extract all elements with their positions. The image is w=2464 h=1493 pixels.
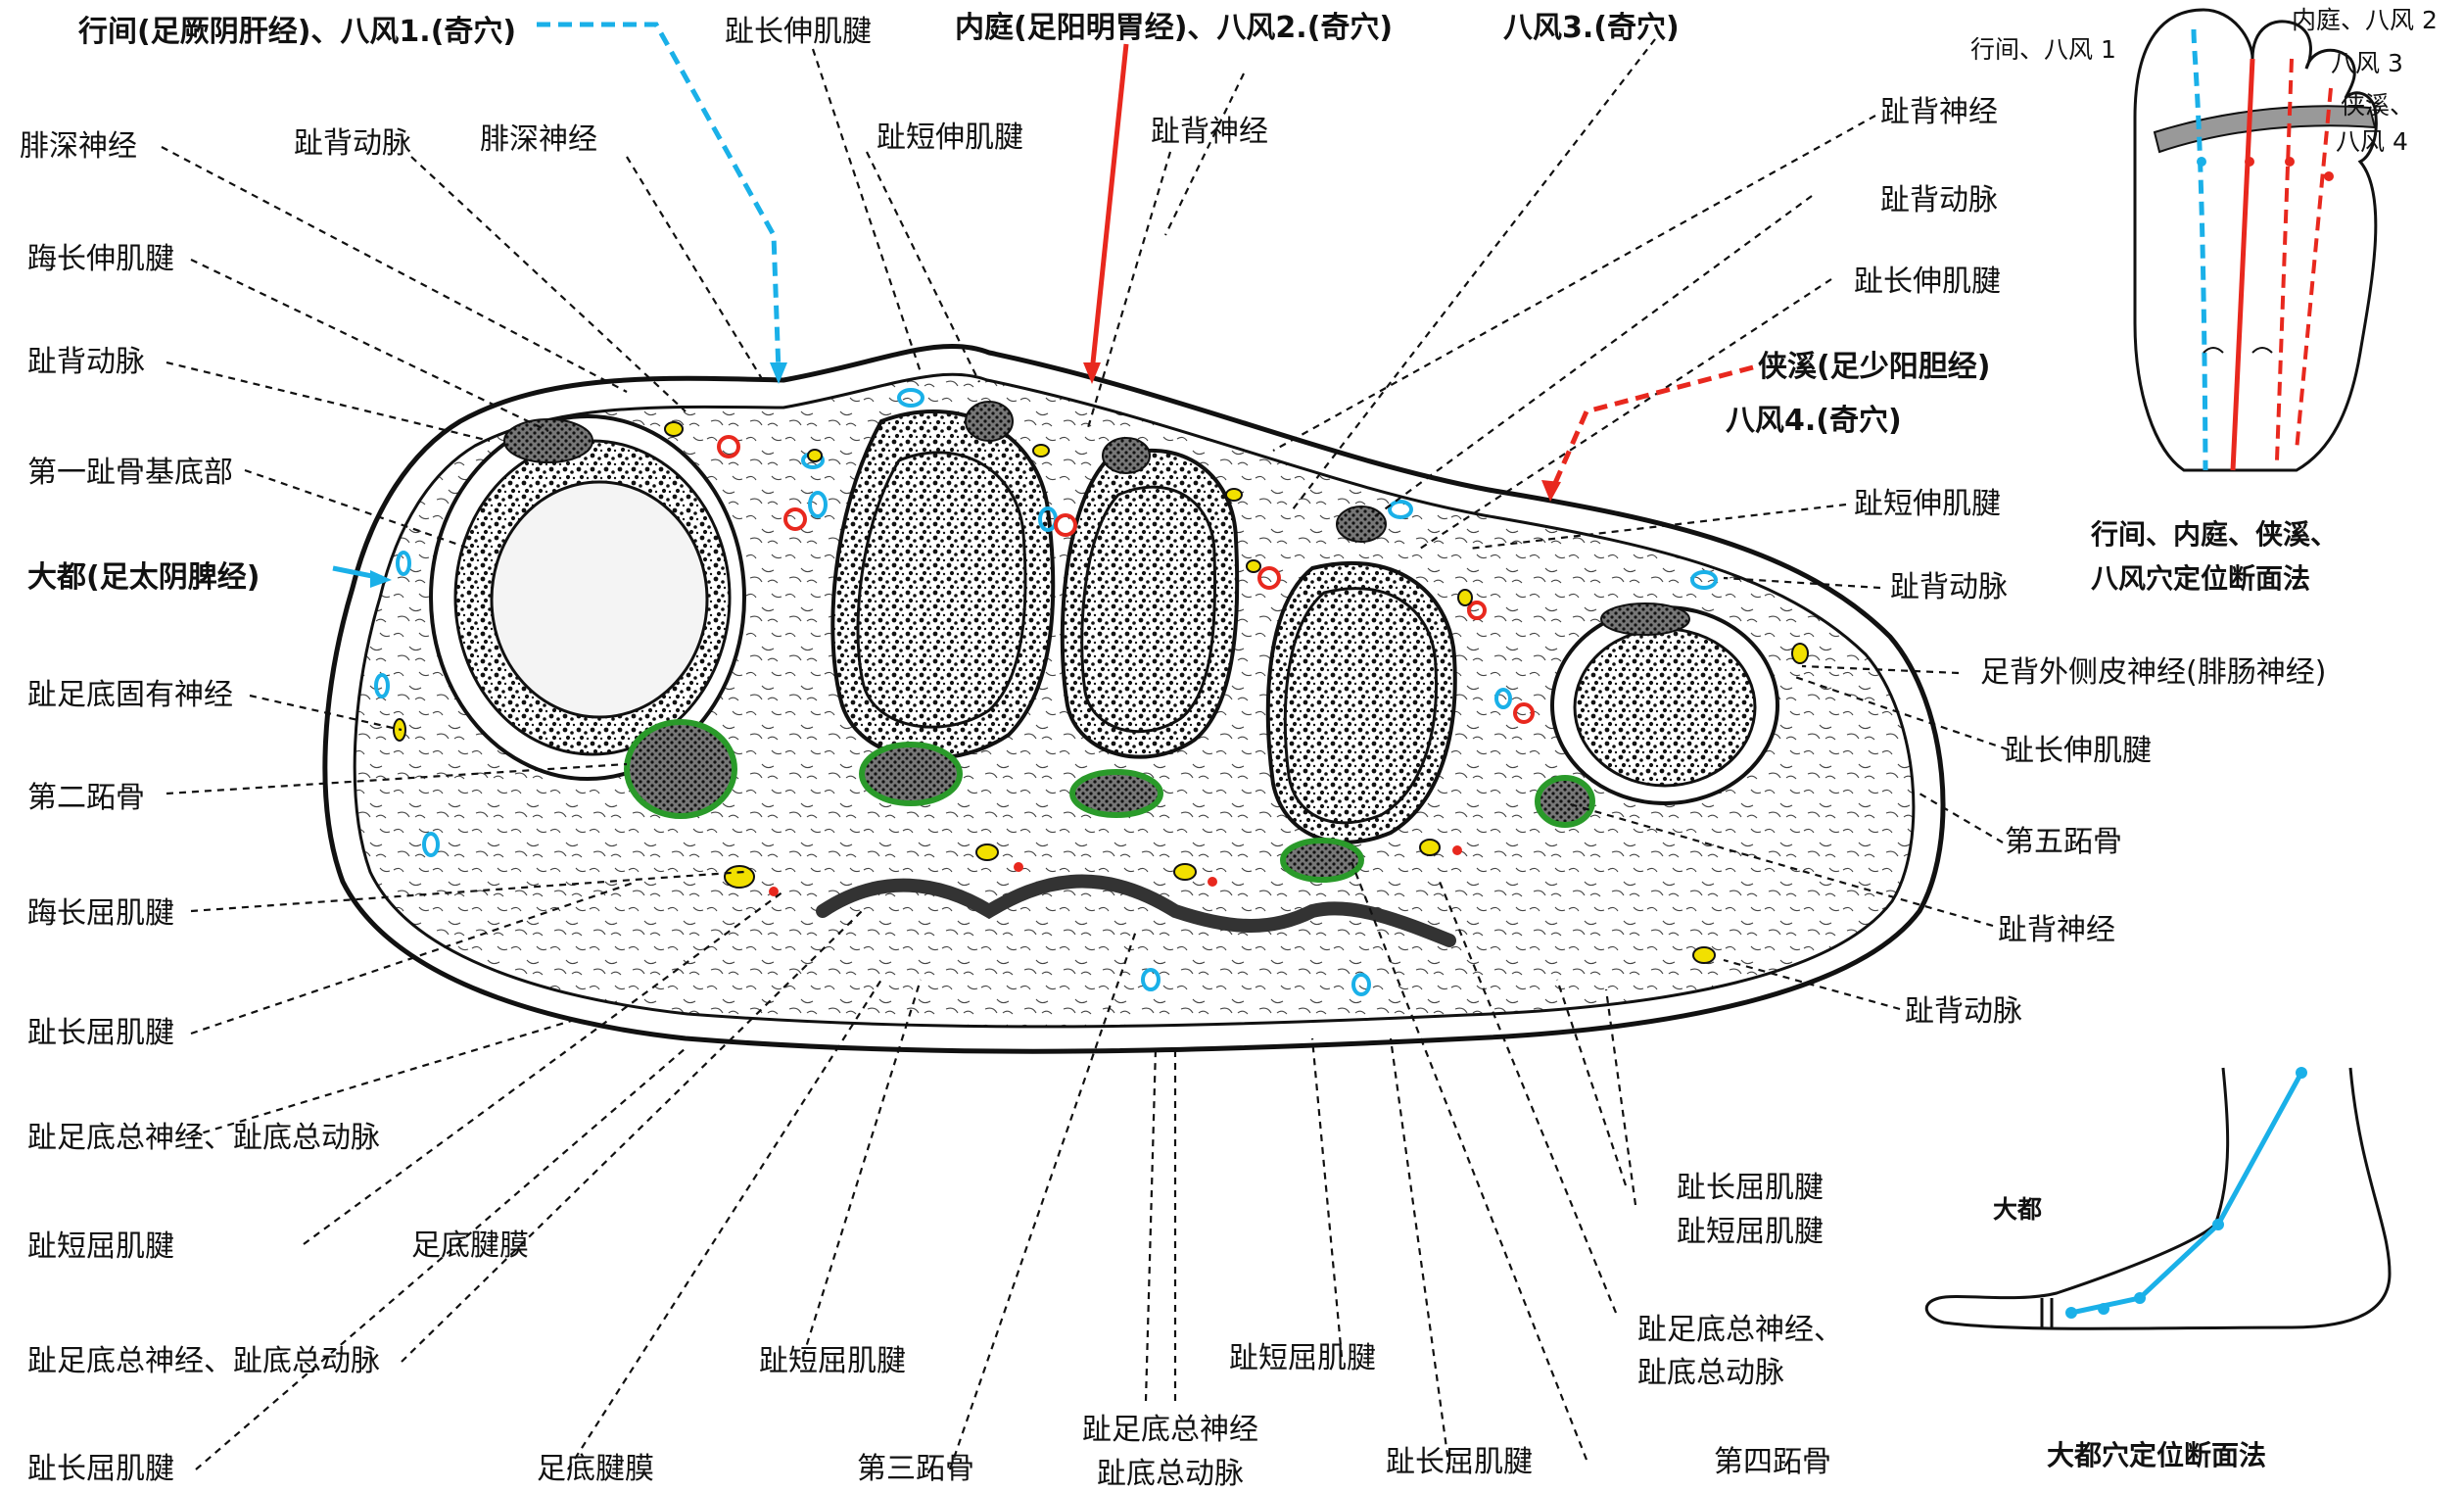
inset-label-dadu: 大都 [1993, 1195, 2043, 1224]
label-common-plantar-3a: 趾足底总神经 [1082, 1413, 1258, 1447]
label-extensor-brevis-top: 趾短伸肌腱 [877, 120, 1023, 155]
inset-label-bafeng4: 八风 4 [2336, 127, 2408, 156]
fourth-metatarsal [1265, 560, 1457, 844]
plantar-aponeurosis [816, 874, 1456, 947]
label-common-plantar-1: 趾足底总神经、趾底总动脉 [27, 1121, 380, 1155]
extensor-tendon-4 [1336, 506, 1387, 543]
inset-label-neiting: 内庭、八风 2 [2292, 6, 2438, 34]
label-dorsal-artery-left: 趾背动脉 [27, 345, 145, 379]
label-common-plantar-4b: 趾底总动脉 [1637, 1356, 1784, 1390]
label-second-metatarsal: 第二跖骨 [27, 781, 145, 815]
label-deep-peroneal-mid: 腓深神经 [480, 122, 597, 157]
extensor-tendon-3 [1102, 437, 1151, 474]
third-metatarsal [1060, 449, 1240, 759]
label-flexor-brevis-right: 趾短屈肌腱 [1229, 1341, 1376, 1375]
flexor-tendon-2 [859, 742, 963, 806]
label-extensor-brevis-right: 趾短伸肌腱 [1854, 487, 2001, 521]
label-bafeng3: 八风3.(奇穴) [1503, 11, 1680, 45]
label-flexor-longus-right: 趾长屈肌腱 [1386, 1445, 1533, 1479]
extensor-tendon-5 [1600, 602, 1690, 636]
label-xiaxi: 侠溪(足少阳胆经) [1758, 350, 1991, 384]
label-dorsal-nerve-right2: 趾背神经 [1998, 913, 2115, 947]
label-deep-peroneal-left: 腓深神经 [20, 129, 137, 164]
label-common-plantar-4a: 趾足底总神经、 [1637, 1313, 1843, 1347]
nerves [393, 421, 1809, 964]
extensor-tendon-2 [965, 401, 1014, 442]
label-extensor-digitorum-longus-top: 趾长伸肌腱 [725, 15, 872, 49]
label-flexor-brevis-mid: 趾短屈肌腱 [759, 1344, 906, 1378]
inset-top-caption-2: 八风穴定位断面法 [2091, 562, 2311, 595]
second-metatarsal [830, 409, 1056, 760]
label-flexor-longus-left: 趾长屈肌腱 [27, 1016, 174, 1050]
label-dorsal-artery-top: 趾背动脉 [294, 126, 411, 161]
label-bafeng4: 八风4.(奇穴) [1726, 404, 1902, 438]
label-dorsal-artery-right3: 趾背动脉 [1905, 994, 2022, 1029]
label-flexor-brevis-left: 趾短屈肌腱 [27, 1229, 174, 1264]
label-third-metatarsal: 第三跖骨 [857, 1452, 974, 1486]
label-fifth-metatarsal: 第五跖骨 [2005, 825, 2122, 859]
label-dorsal-artery-right2: 趾背动脉 [1890, 570, 2008, 604]
label-proper-plantar-nerve: 趾足底固有神经 [27, 678, 233, 712]
label-neiting: 内庭(足阳明胃经)、八风2.(奇穴) [955, 11, 1394, 45]
flexor-tendon-1 [624, 719, 737, 819]
flexor-tendon-4 [1280, 838, 1364, 883]
label-common-plantar-2: 趾足底总神经、趾底总动脉 [27, 1344, 380, 1378]
label-common-plantar-3b: 趾底总动脉 [1097, 1457, 1244, 1491]
inset-label-xingjian: 行间、八风 1 [1970, 35, 2116, 64]
medial-foot-inset [1925, 1067, 2392, 1330]
flexor-tendon-5 [1535, 775, 1595, 828]
label-dorsal-nerve-right1: 趾背神经 [1880, 95, 1998, 129]
label-plantar-aponeurosis-2: 足底腱膜 [537, 1452, 654, 1486]
label-dorsal-nerve-top: 趾背神经 [1151, 115, 1268, 149]
dorsal-foot-inset [2133, 8, 2378, 472]
flexor-tendon-3 [1069, 769, 1163, 818]
label-lateral-dorsal-cutaneous: 足背外侧皮神经(腓肠神经) [1980, 655, 2327, 690]
label-xingjian: 行间(足厥阴肝经)、八风1.(奇穴) [78, 15, 517, 49]
first-phalanx-head [490, 480, 709, 719]
arrowheads [370, 362, 1561, 588]
inset-label-bafeng3: 八风 3 [2331, 49, 2403, 77]
extensor-tendon-1 [503, 418, 593, 463]
leader-lines [161, 38, 2009, 1470]
label-dadu: 大都(足太阴脾经) [27, 560, 261, 595]
label-flexor-longus-bottom: 趾长屈肌腱 [27, 1452, 174, 1486]
label-extensor-longus-right1: 趾长伸肌腱 [1854, 265, 2001, 299]
label-extensor-hallucis: 踇长伸肌腱 [27, 242, 174, 276]
inset-top-caption-1: 行间、内庭、侠溪、 [2091, 518, 2339, 551]
label-dorsal-artery-right1: 趾背动脉 [1880, 183, 1998, 217]
inset-label-xiaxi: 侠溪、 [2341, 91, 2415, 120]
label-flexor-longus-right2: 趾长屈肌腱 [1677, 1171, 1824, 1205]
label-flexor-brevis-right2: 趾短屈肌腱 [1677, 1215, 1824, 1249]
foot-cross-section [322, 343, 1946, 1054]
label-fourth-metatarsal: 第四跖骨 [1714, 1445, 1831, 1479]
label-extensor-longus-right2: 趾长伸肌腱 [2005, 734, 2152, 768]
label-plantar-aponeurosis-1: 足底腱膜 [411, 1228, 529, 1263]
vessels [374, 388, 1718, 996]
label-flexor-hallucis: 踇长屈肌腱 [27, 896, 174, 931]
label-first-phalanx-base: 第一趾骨基底部 [27, 456, 233, 490]
inset-bottom-caption: 大都穴定位断面法 [2047, 1439, 2267, 1471]
